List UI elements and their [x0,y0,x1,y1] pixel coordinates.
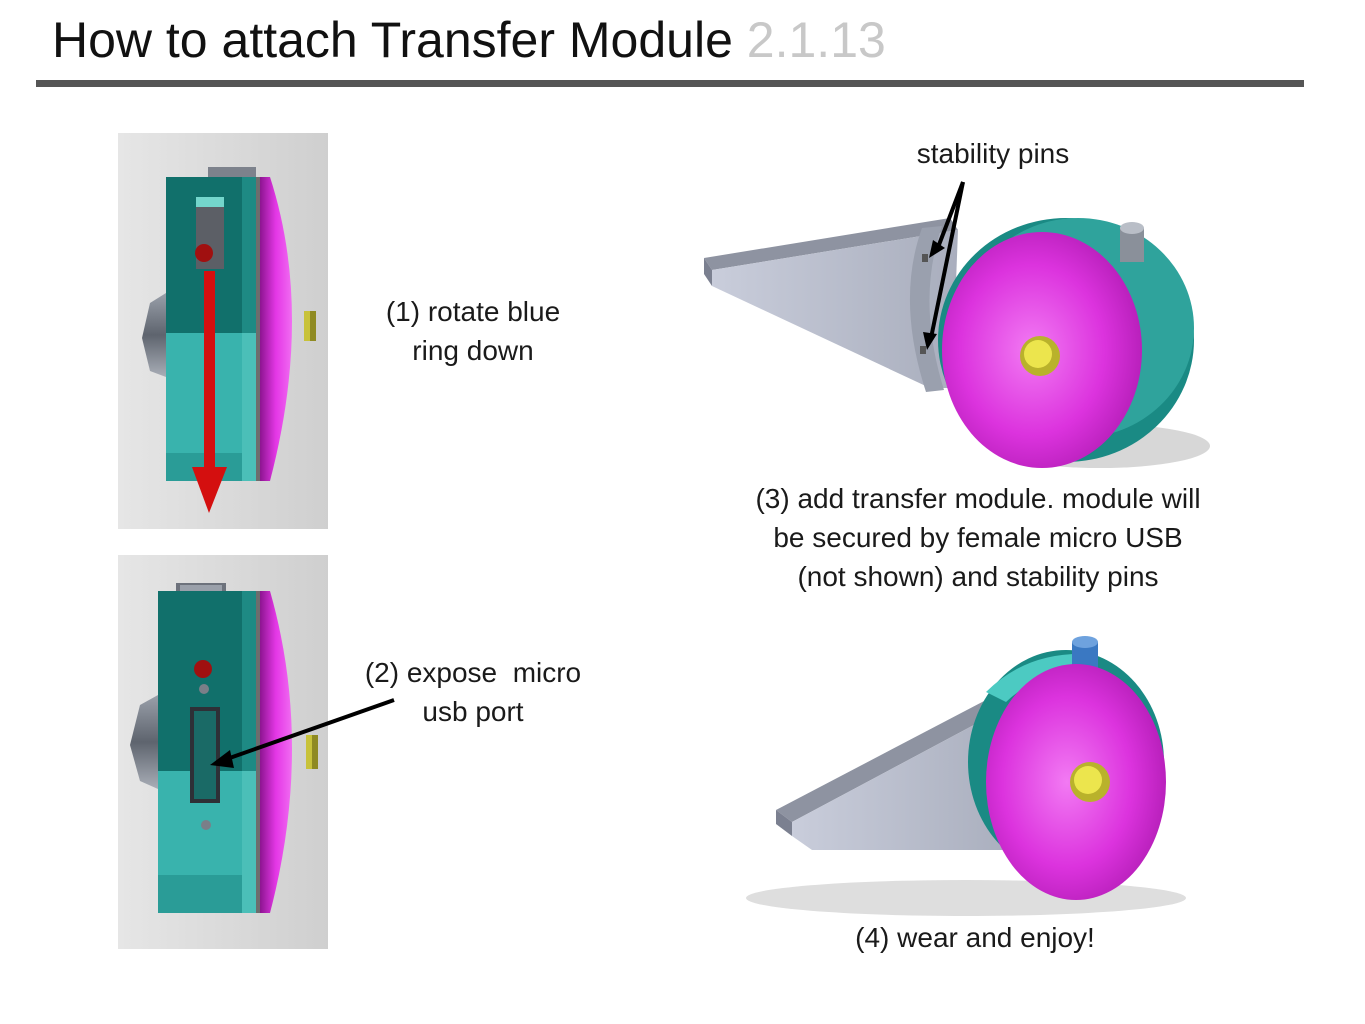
step3-caption: (3) add transfer module. module will be … [700,479,1256,596]
step2-caption: (2) expose micro usb port [340,653,606,731]
step2-caption-line1: (2) expose micro [364,657,582,688]
step1-side-view-image [118,133,328,529]
step4-caption-text: (4) wear and enjoy! [855,922,1095,953]
step2-side-view-image [118,555,328,949]
stability-pins-label-text: stability pins [916,138,1070,169]
step2-caption-line2: usb port [422,696,524,727]
step4-caption: (4) wear and enjoy! [780,918,1170,957]
title-divider [36,80,1304,87]
title-version: 2.1.13 [746,12,886,68]
step4-assembled-view-image [746,636,1186,916]
step1-caption-line1: (1) rotate blue [385,296,561,327]
stability-pins-label: stability pins [880,134,1106,173]
step3-caption-line1: (3) add transfer module. module will [755,483,1201,514]
stability-pins-pointer-arrows [923,181,965,350]
step3-caption-line2: be secured by female micro USB [773,522,1183,553]
step1-caption: (1) rotate blue ring down [348,292,598,370]
step3-exploded-view-image [704,218,1210,468]
usb-port-pointer-arrow [210,698,395,768]
title-text: How to attach Transfer Module [52,12,733,68]
step3-caption-line3: (not shown) and stability pins [797,561,1159,592]
step1-caption-line2: ring down [412,335,534,366]
page-title: How to attach Transfer Module 2.1.13 [52,8,886,72]
